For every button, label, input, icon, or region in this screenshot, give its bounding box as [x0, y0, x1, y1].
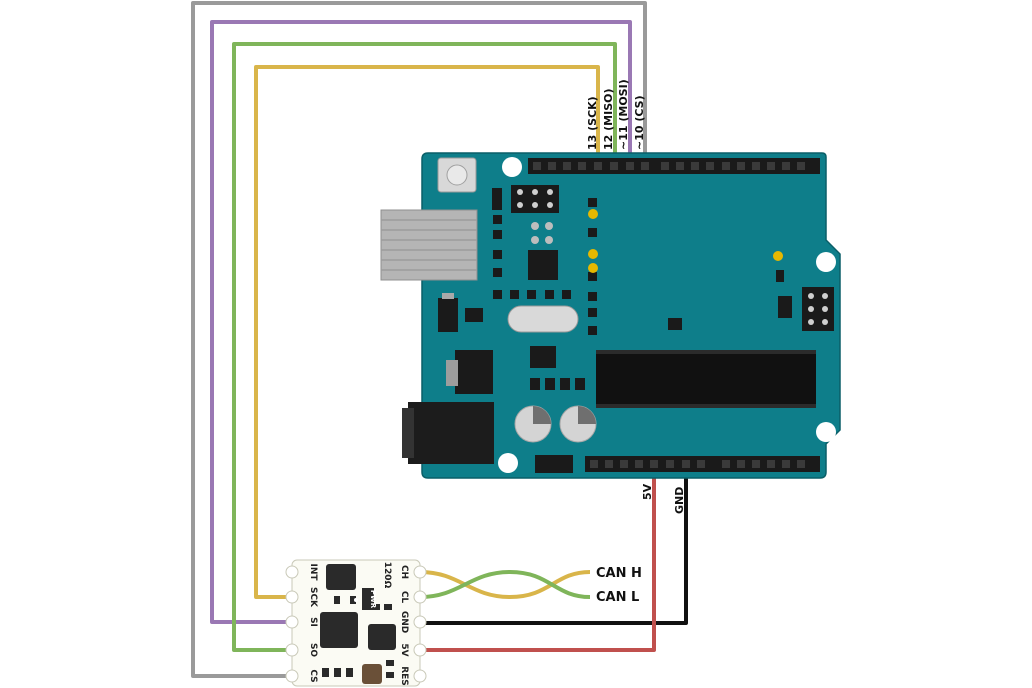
chip-small: [492, 188, 502, 210]
smd-pad: [465, 308, 483, 322]
arduino-pin-labels: 13 (SCK) 12 (MISO) ~11 (MOSI) ~10 (CS) 5…: [586, 79, 686, 514]
can-module-smd: [322, 596, 394, 678]
label-can-l: CAN L: [596, 590, 639, 605]
can-controller-chip-small: [326, 564, 356, 590]
can-transceiver-chip: [368, 624, 396, 650]
label-can-h: CAN H: [596, 566, 642, 581]
pwr-label-box: [362, 588, 374, 610]
usb-chip: [528, 250, 558, 280]
smd-components: [493, 198, 792, 335]
can-module-led: [354, 598, 358, 602]
ohm-label: 120Ω: [382, 562, 392, 589]
regulator-small: [438, 298, 458, 332]
reset-button-cap: [446, 164, 468, 186]
pwr-label: PWR: [369, 590, 377, 609]
atmega-socket-bottom: [596, 404, 816, 408]
icsp2-pins: [808, 293, 828, 325]
can-pin-so: SO: [308, 643, 318, 657]
can-pin-cl: CL: [399, 591, 409, 604]
wire-miso: [232, 42, 617, 652]
icsp2-header: [802, 287, 834, 331]
wire-mosi: [210, 20, 632, 624]
regulator-large: [455, 350, 493, 394]
can-pin-sck: SCK: [308, 587, 318, 608]
dc-power-jack: [408, 402, 494, 464]
digital-header: [528, 158, 820, 174]
wire-cs: [191, 1, 647, 678]
wire-gnd: [420, 470, 688, 625]
label-pin-mosi: ~11 (MOSI): [617, 79, 630, 150]
small-chips: [530, 378, 585, 390]
opamp-chip: [530, 346, 556, 368]
can-controller-chip: [320, 612, 358, 648]
mount-hole: [816, 252, 836, 272]
spi-wires: [191, 1, 647, 678]
mount-hole: [816, 422, 836, 442]
wire-can-h: [419, 570, 591, 600]
can-pin-int: INT: [308, 563, 318, 581]
power-wires: [420, 470, 688, 652]
wire-5v: [420, 470, 656, 652]
atmega-socket-top: [596, 350, 816, 354]
atmega-chip: [596, 354, 816, 404]
status-leds: [588, 209, 783, 273]
can-module-right-pads: [413, 565, 427, 683]
regulator-tab: [442, 293, 454, 299]
fuse: [535, 455, 573, 473]
label-pin-miso: 12 (MISO): [602, 88, 615, 150]
can-bus-labels: CAN H CAN L: [596, 566, 642, 605]
can-module-left-labels: INT SCK SI SO CS: [308, 563, 318, 682]
can-pin-ch: CH: [399, 565, 409, 579]
can-bus-wires: [419, 569, 591, 600]
can-pin-5v: 5V: [399, 643, 409, 656]
power-analog-header-pins: [590, 460, 805, 468]
label-pin-cs: ~10 (CS): [633, 95, 646, 150]
solder-pads: [531, 222, 553, 244]
can-pin-res: RES: [399, 666, 409, 686]
label-pin-gnd: GND: [673, 487, 686, 514]
mount-hole: [498, 453, 518, 473]
label-pin-sck: 13 (SCK): [586, 96, 599, 150]
usb-connector-ridges: [381, 219, 477, 271]
can-pin-gnd: GND: [399, 611, 409, 633]
capacitors: [514, 405, 597, 443]
dc-jack-face: [402, 408, 414, 458]
can-module-left-pads: [285, 565, 299, 683]
crystal: [507, 305, 579, 333]
can-pin-cs: CS: [308, 669, 318, 682]
can-module: INT SCK SI SO CS PWR 120Ω CH CL GND 5V R…: [285, 559, 427, 687]
regulator-heatsink: [446, 360, 458, 386]
digital-header-pins: [533, 162, 805, 170]
usb-connector: [380, 209, 478, 281]
wire-can-l: [419, 569, 591, 599]
can-pin-si: SI: [308, 617, 318, 627]
icsp-pins: [517, 189, 553, 208]
mount-hole: [502, 157, 522, 177]
crystal-module: [362, 664, 382, 684]
label-pin-5v: 5V: [641, 483, 654, 500]
can-module-right-labels: CH CL GND 5V RES: [399, 565, 409, 686]
arduino-board: [380, 152, 841, 479]
wire-sck: [254, 65, 600, 599]
can-module-mid-labels: PWR 120Ω: [362, 562, 392, 610]
